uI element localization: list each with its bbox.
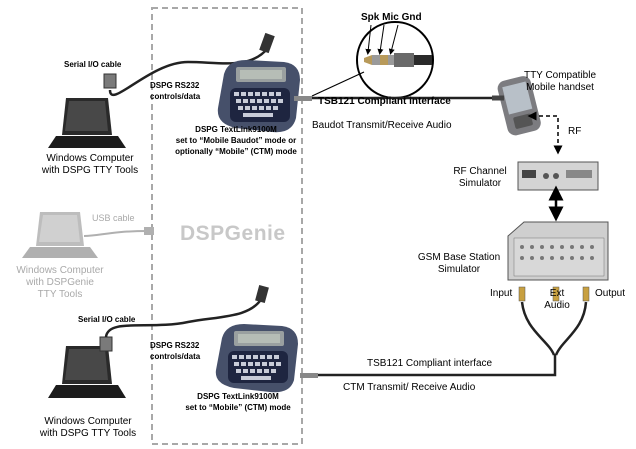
dspgenie-label: DSPGenie [180,222,286,245]
rs232-label-top-1: DSPG RS232 [150,81,200,90]
serial-connector-top [103,73,117,89]
tsb-interface-label-top: TSB121 Compliant interface [318,96,451,107]
input-connector [518,286,526,302]
spk-pointer [365,24,372,55]
gnd-pointer [388,24,399,55]
textlink-label-top-2: set to “Mobile Baudot” mode or [175,136,297,145]
serial-cable-label-top: Serial I/O cable [64,60,122,69]
rs232-label-bottom-1: DSPG RS232 [150,341,200,350]
usb-cable-label: USB cable [92,213,135,223]
audio-jack-bottom [300,373,318,378]
audio-jack-top [294,96,312,101]
serial-cable-label-bottom: Serial I/O cable [78,315,136,324]
tty-handset-label-2: Mobile handset [526,82,594,93]
windows-computer-label-middle-3: TTY Tools [37,289,83,300]
output-cable [554,301,588,356]
spk-mic-gnd-label: Spk Mic Gnd [361,12,422,23]
rs232-label-bottom-2: controls/data [150,352,201,361]
gsm-base-station [507,221,609,281]
laptop-icon-bottom [48,346,126,398]
usb-cable [83,230,149,237]
windows-computer-label-top-1: Windows Computer [46,153,134,164]
rf-channel-simulator [517,161,599,191]
rf-label: RF [568,126,582,137]
output-connector [582,286,590,302]
rf-simulator-label-2: Simulator [458,178,502,189]
cable-plug-bottom [255,284,269,304]
ext-audio-label-1: Ext [549,288,565,299]
laptop-icon-middle-ghost [22,212,98,258]
textlink-label-bottom-2: set to “Mobile” (CTM) mode [185,403,291,412]
gsm-simulator-label-1: GSM Base Station [417,252,501,263]
windows-computer-label-bottom-1: Windows Computer [44,416,132,427]
mic-pointer [377,24,385,55]
input-label: Input [490,288,513,299]
output-label: Output [595,288,626,299]
serial-connector-bottom [99,336,113,352]
baudot-audio-label: Baudot Transmit/Receive Audio [312,120,452,131]
windows-computer-label-middle-2: with DSPGenie [26,277,94,288]
textlink-label-bottom-1: DSPG TextLink9100M [197,392,279,401]
ext-audio-connector [552,286,560,302]
textlink-label-top-1: DSPG TextLink9100M [195,125,277,134]
rs232-label-top-2: controls/data [150,92,201,101]
windows-computer-label-bottom-2: with DSPG TTY Tools [39,428,137,439]
usb-plug [144,227,154,235]
gsm-simulator-label-2: Simulator [437,264,481,275]
windows-computer-label-top-2: with DSPG TTY Tools [41,165,139,176]
rf-link [527,111,563,155]
ext-audio-label-2: Audio [544,300,570,311]
serial-cable-bottom [104,297,264,338]
textlink-device-top [217,60,300,133]
jack-detail-pointer [311,71,365,97]
tty-handset-label-1: TTY Compatible [523,70,597,81]
windows-computer-label-middle-1: Windows Computer [16,265,104,276]
ctm-audio-cable [318,354,557,377]
textlink-label-top-3: optionally “Mobile” (CTM) mode [175,147,297,156]
dspgenie-region [151,7,303,445]
input-cable [520,301,556,356]
rf-simulator-label-1: RF Channel [453,166,507,177]
textlink-device-bottom [215,324,298,393]
tsb-interface-label-bottom: TSB121 Compliant interface [367,358,493,369]
cable-plug-top [259,32,275,54]
laptop-icon-top [48,98,126,148]
ctm-audio-label: CTM Transmit/ Receive Audio [343,382,476,393]
trs-plug-icon [364,53,432,67]
